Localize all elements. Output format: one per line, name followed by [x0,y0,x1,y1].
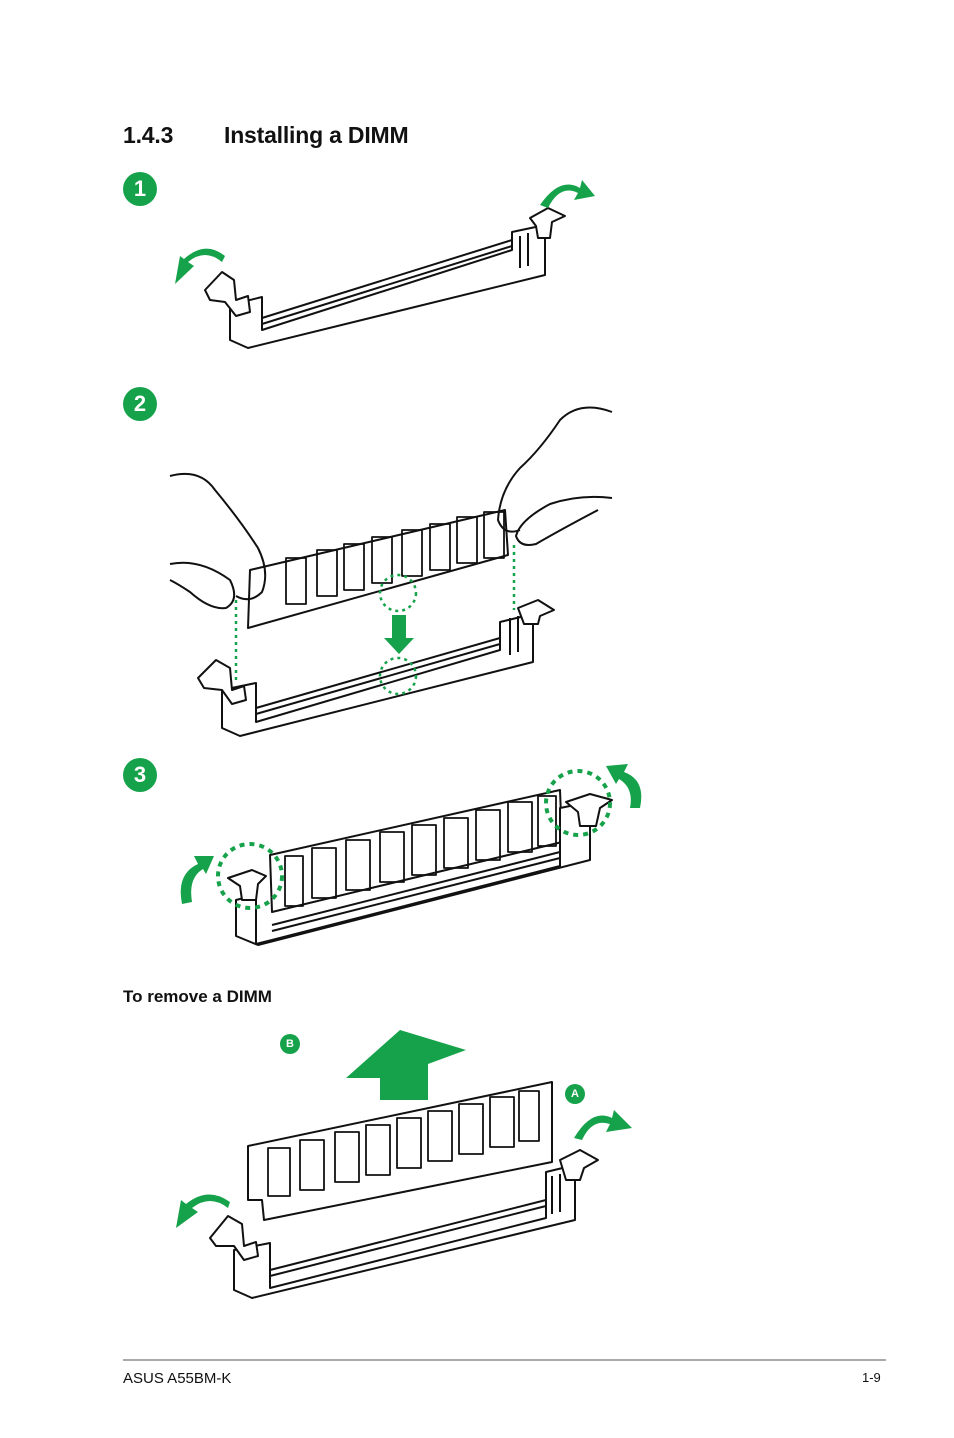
down-arrow-icon [384,615,414,654]
right-clip [529,207,566,239]
right-clip-highlight [544,769,612,837]
step-2-badge: 2 [123,387,157,421]
curved-arrow-icon [176,1194,230,1228]
right-hand [497,406,613,546]
section-number: 1.4.3 [123,122,174,148]
left-clip [197,659,247,705]
section-title: Installing a DIMM [224,122,409,148]
curved-arrow-icon [540,180,595,208]
left-clip [204,271,251,317]
memory-chips [267,1090,540,1197]
right-clip [565,793,613,827]
page-number: 1-9 [862,1370,881,1385]
dimm-slot [235,801,591,946]
label-b-badge: B [280,1034,300,1054]
memory-chips [285,511,505,605]
step-1-badge: 1 [123,172,157,206]
curved-arrow-icon [180,856,214,904]
dimm-slot [221,613,534,737]
dimm-slot [229,224,546,349]
curved-arrow-icon [574,1110,632,1140]
dimm-module [247,1081,553,1221]
footer-product: ASUS A55BM-K [123,1370,232,1387]
right-clip [517,599,555,625]
curved-arrow-icon [606,764,642,808]
step-3-badge: 3 [123,758,157,792]
right-clip [559,1149,599,1181]
footer-rule [123,1359,886,1361]
up-arrow-icon [346,1030,466,1100]
dimm-slot [233,1164,576,1299]
notch-highlight-bottom [378,656,418,696]
left-clip [227,869,267,901]
left-clip-highlight [216,842,284,910]
remove-title: To remove a DIMM [123,987,272,1006]
memory-chips [284,795,557,907]
left-hand [169,472,267,610]
left-clip [209,1215,259,1261]
notch-highlight-top [378,573,418,613]
curved-arrow-icon [175,248,225,284]
open-arrow-icons [175,180,595,284]
label-a-badge: A [565,1084,585,1104]
